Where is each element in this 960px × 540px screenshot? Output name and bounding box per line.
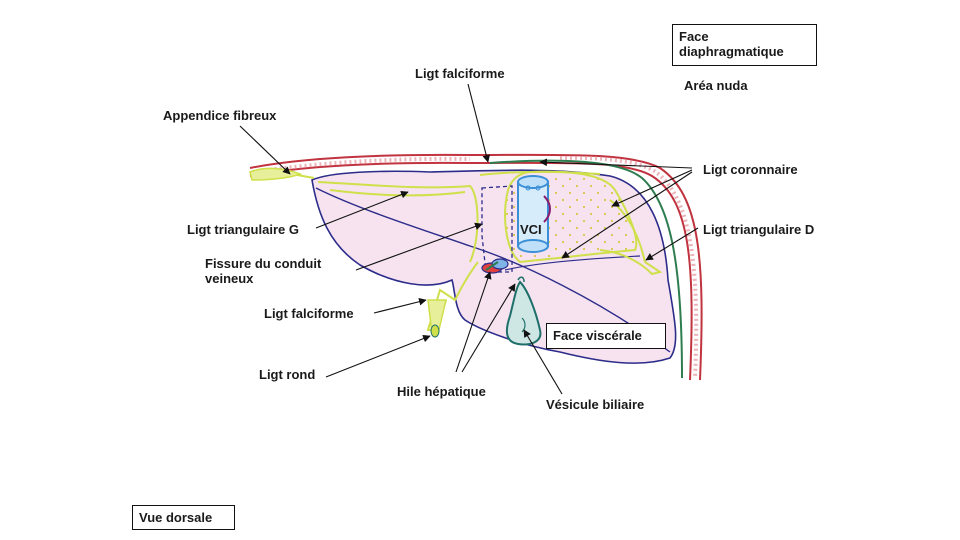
hilum-vessels: [481, 258, 509, 274]
ligt-triangulaire-g-label: Ligt triangulaire G: [187, 222, 299, 237]
ligt-rond-label: Ligt rond: [259, 367, 316, 382]
fissure-label: Fissure du conduit veineux: [205, 256, 321, 286]
ligt-falciforme-bottom-label: Ligt falciforme: [264, 306, 354, 321]
gallbladder-shape: [505, 280, 542, 346]
ligt-rond-end: [430, 324, 440, 338]
ligt-coronnaire-label: Ligt coronnaire: [703, 162, 798, 177]
ligt-falciforme-top-label: Ligt falciforme: [415, 66, 505, 81]
face-viscerale-box: Face viscérale: [546, 323, 666, 349]
face-diaphragmatique-box: Face diaphragmatique: [672, 24, 817, 66]
area-nuda-label: Aréa nuda: [684, 78, 748, 93]
vue-dorsale-box: Vue dorsale: [132, 505, 235, 530]
leader-lines: [239, 83, 699, 395]
vue-dorsale-label: Vue dorsale: [139, 510, 213, 525]
face-viscerale-label: Face viscérale: [553, 328, 642, 343]
vci-label: VCI: [520, 222, 542, 237]
ligt-triangulaire-d-label: Ligt triangulaire D: [703, 222, 815, 237]
face-diaphragmatique-label: Face diaphragmatique: [679, 29, 784, 59]
vci-vessel: [517, 175, 551, 253]
vesicule-biliaire-label: Vésicule biliaire: [546, 397, 645, 412]
fissure-label-line1: Fissure du conduit: [205, 256, 322, 271]
fissure-label-line2: veineux: [205, 271, 254, 286]
peritoneum-line: [489, 159, 683, 379]
appendice-fibreux-label: Appendice fibreux: [163, 108, 277, 123]
hile-hepatique-label: Hile hépatique: [397, 384, 486, 399]
